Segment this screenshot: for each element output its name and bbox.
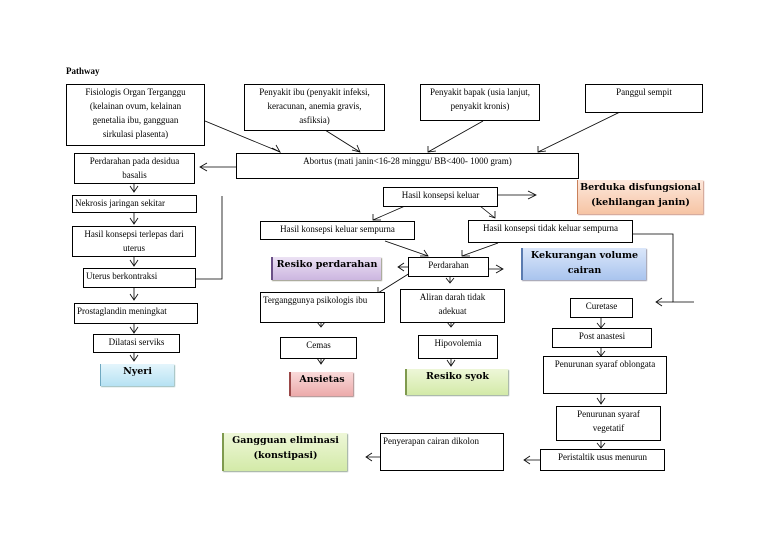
node-uterus: Uterus berkontraksi xyxy=(83,268,196,288)
node-dilatasi: Dilatasi serviks xyxy=(93,334,180,353)
diagnosis-resiko-perdarahan: Resiko perdarahan xyxy=(271,257,381,280)
loop-uterus xyxy=(196,196,223,280)
node-perdarahan: Perdarahan xyxy=(408,257,489,277)
arrowhead xyxy=(351,144,361,153)
diagnosis-kekurangan-volume: Kekurangan volume cairan xyxy=(521,248,646,280)
diagnosis-gangguan-eliminasi: Gangguan eliminasi (konstipasi) xyxy=(222,433,347,471)
node-keluar-sempurna: Hasil konsepsi keluar sempurna xyxy=(260,221,415,240)
node-perdarahan-desidua: Perdarahan pada desidua basalis xyxy=(74,153,195,184)
diagnosis-berduka: Berduka disfungsional (kehilangan janin) xyxy=(577,180,703,214)
diagram-title: Pathway xyxy=(66,66,100,76)
diagnosis-resiko-syok: Resiko syok xyxy=(405,369,508,395)
arrow-panggul-abortus xyxy=(537,111,621,153)
node-prostaglandin: Prostaglandin meningkat xyxy=(74,303,198,324)
node-hipovolemia: Hipovolemia xyxy=(418,335,498,359)
arrowhead xyxy=(199,162,208,172)
node-nekrosis: Nekrosis jaringan sekitar xyxy=(72,195,197,213)
node-aliran: Aliran darah tidak adekuat xyxy=(400,289,505,323)
node-penyerapan: Penyerapan cairan dikolon xyxy=(380,433,504,471)
node-curetase: Curetase xyxy=(570,298,633,318)
node-tidak-sempurna: Hasil konsepsi tidak keluar sempurna xyxy=(468,220,633,243)
arrowhead xyxy=(271,144,282,153)
node-abortus: Abortus (mati janin<16-28 minggu/ BB<400… xyxy=(236,153,579,179)
node-hasil-keluar: Hasil konsepsi keluar xyxy=(383,187,498,207)
node-fisiologis: Fisiologis Organ Terganggu (kelainan ovu… xyxy=(66,84,205,146)
diagnosis-ansietas: Ansietas xyxy=(289,372,353,396)
node-vegetatif: Penurunan syaraf vegetatif xyxy=(556,406,661,441)
node-post-anastesi: Post anastesi xyxy=(552,328,652,348)
node-peristaltik: Peristaltik usus menurun xyxy=(540,449,665,471)
arrow-fisiologis-abortus xyxy=(204,120,281,153)
node-hasil-terlepas: Hasil konsepsi terlepas dari uterus xyxy=(72,226,196,257)
arrowhead xyxy=(427,146,437,153)
node-penyakit-bapak: Penyakit bapak (usia lanjut, penyakit kr… xyxy=(420,84,540,121)
loop-tidak-sempurna xyxy=(633,233,694,303)
arrowhead xyxy=(537,146,547,153)
diagnosis-nyeri: Nyeri xyxy=(100,364,174,386)
arrow-ibu-abortus xyxy=(324,129,361,153)
node-cemas: Cemas xyxy=(280,337,357,359)
arrow-bapak-abortus xyxy=(427,120,484,153)
node-panggul: Panggul sempit xyxy=(585,84,703,113)
node-psikologis: Terganggunya psikologis ibu xyxy=(260,292,385,323)
node-oblongata: Penurunan syaraf oblongata xyxy=(543,356,667,394)
node-penyakit-ibu: Penyakit ibu (penyakit infeksi, keracuna… xyxy=(244,84,385,131)
